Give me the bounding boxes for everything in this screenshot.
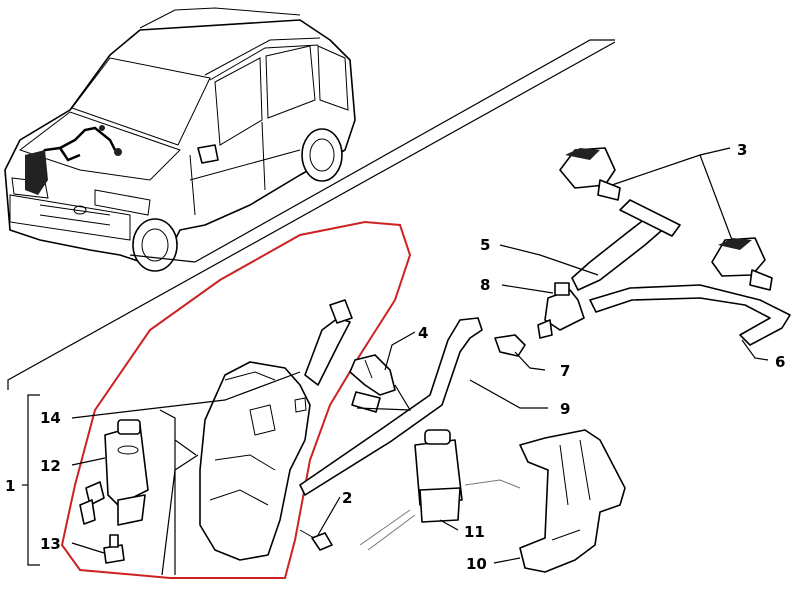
washer-nozzle-3-upper: [559, 147, 621, 201]
hose-9: [299, 317, 483, 496]
callout-1: 1: [5, 477, 15, 495]
bracket-4: [349, 354, 396, 413]
callout-9: 9: [560, 400, 570, 418]
support-bracket-10: [519, 429, 626, 573]
callouts: 1 2 3 4 5 6 7 8 9 10 11 12 13 14: [5, 141, 785, 573]
callout-7: 7: [560, 362, 570, 380]
car-illustration: [4, 7, 356, 272]
leader-lines: [22, 147, 769, 576]
callout-8: 8: [480, 276, 490, 294]
washer-pump-12: [79, 419, 149, 526]
callout-10: 10: [466, 555, 487, 573]
pump-11: [359, 429, 521, 551]
callout-2: 2: [342, 489, 352, 507]
grommet-13: [103, 534, 125, 564]
callout-12: 12: [40, 457, 61, 475]
callout-13: 13: [40, 535, 61, 553]
connector-7: [494, 334, 526, 357]
washer-reservoir: [199, 299, 353, 561]
connector-8: [537, 282, 585, 339]
callout-5: 5: [480, 236, 490, 254]
callout-3: 3: [737, 141, 747, 159]
callout-11: 11: [464, 523, 485, 541]
hose-5: [571, 199, 681, 291]
washer-nozzle-3-lower: [711, 237, 773, 291]
callout-14: 14: [40, 409, 61, 427]
hose-6: [589, 284, 791, 346]
divider-line: [7, 41, 616, 390]
reservoir-group-highlight: [60, 220, 412, 579]
callout-6: 6: [775, 353, 785, 371]
bolt-2: [299, 529, 333, 551]
callout-4: 4: [418, 324, 428, 342]
